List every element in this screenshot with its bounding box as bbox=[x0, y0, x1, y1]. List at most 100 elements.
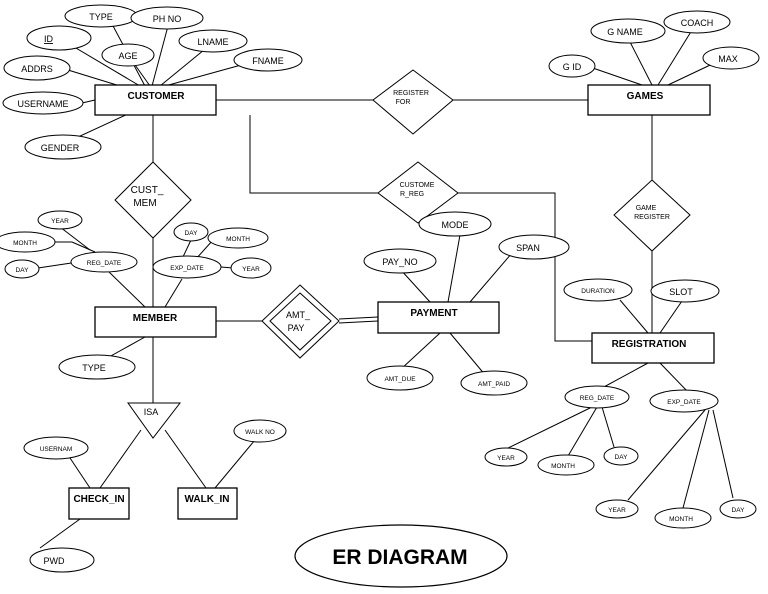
attr-registration-exp-date-label: EXP_DATE bbox=[667, 399, 701, 406]
attr-payment-amt-paid: AMT_PAID bbox=[460, 370, 528, 396]
attributes: ID TYPE PH NO AGE LNAME FNAME ADDRS USE bbox=[0, 4, 760, 573]
entity-payment: PAYMENT bbox=[377, 301, 500, 334]
attr-member-type-label: TYPE bbox=[82, 363, 106, 373]
attr-registration-exp-day-label: DAY bbox=[732, 507, 746, 514]
attr-registration-reg-day-label: DAY bbox=[615, 454, 629, 461]
attr-member-exp-day-label: DAY bbox=[185, 230, 199, 237]
attr-games-gname: G NAME bbox=[590, 18, 666, 44]
attr-member-type: TYPE bbox=[58, 354, 136, 380]
attr-registration-reg-date: REG_DATE bbox=[564, 385, 630, 409]
relationship-register-for: REGISTER FOR bbox=[372, 69, 454, 135]
attr-customer-age: AGE bbox=[101, 43, 155, 67]
attr-games-gid: G ID bbox=[548, 54, 596, 78]
relationship-game-register-line1: GAME bbox=[636, 205, 657, 212]
attr-customer-username-label: USERNAME bbox=[17, 99, 68, 109]
attr-payment-mode-label: MODE bbox=[442, 220, 469, 230]
attr-registration-reg-day: DAY bbox=[603, 446, 639, 466]
attr-check-in-usernam: USERNAM bbox=[23, 436, 89, 460]
entity-member: MEMBER bbox=[94, 306, 217, 338]
entity-games-label: GAMES bbox=[627, 91, 664, 102]
attr-payment-span-label: SPAN bbox=[516, 243, 540, 253]
relationship-register-for-line2: FOR bbox=[396, 99, 411, 106]
entity-customer-label: CUSTOMER bbox=[127, 91, 185, 102]
attr-registration-slot: SLOT bbox=[650, 279, 720, 303]
attr-customer-id-label: ID bbox=[44, 34, 54, 44]
diagram-title: ER DIAGRAM bbox=[294, 524, 508, 588]
attr-payment-amt-due-label: AMT_DUE bbox=[384, 376, 416, 383]
attr-customer-gender: GENDER bbox=[24, 134, 102, 160]
entity-walk-in-label: WALK_IN bbox=[185, 494, 230, 505]
relationship-game-register-line2: REGISTER bbox=[634, 214, 670, 221]
attr-registration-reg-year-label: YEAR bbox=[497, 455, 515, 462]
attr-registration-slot-label: SLOT bbox=[669, 287, 693, 297]
attr-walk-in-walk-no-label: WALK NO bbox=[245, 429, 275, 436]
attr-customer-fname: FNAME bbox=[233, 48, 303, 72]
attr-customer-lname-label: LNAME bbox=[197, 37, 228, 47]
attr-customer-gender-label: GENDER bbox=[41, 143, 80, 153]
relationship-cust-mem: CUST_ MEM bbox=[114, 161, 192, 239]
attr-payment-amt-paid-label: AMT_PAID bbox=[478, 381, 510, 388]
isa-label: ISA bbox=[144, 407, 159, 417]
diagram-title-text: ER DIAGRAM bbox=[332, 546, 467, 569]
attr-registration-exp-year-label: YEAR bbox=[608, 507, 626, 514]
attr-member-month: MONTH bbox=[0, 231, 56, 253]
attr-registration-exp-year: YEAR bbox=[595, 499, 639, 519]
attr-customer-type-label: TYPE bbox=[89, 12, 113, 22]
attr-registration-exp-month-label: MONTH bbox=[669, 516, 693, 523]
entity-registration: REGISTRATION bbox=[591, 332, 715, 364]
attr-check-in-pwd-label: PWD bbox=[44, 556, 65, 566]
attr-customer-addrs-label: ADDRS bbox=[21, 64, 53, 74]
attr-member-reg-date: REG_DATE bbox=[70, 251, 138, 273]
entity-customer: CUSTOMER bbox=[94, 84, 217, 116]
attr-games-max-label: MAX bbox=[718, 54, 738, 64]
attr-customer-phno-label: PH NO bbox=[153, 14, 182, 24]
attr-member-exp-month-label: MONTH bbox=[226, 236, 250, 243]
attr-games-gid-label: G ID bbox=[563, 62, 582, 72]
attr-check-in-pwd: PWD bbox=[29, 547, 95, 573]
attr-registration-reg-year: YEAR bbox=[484, 447, 528, 467]
entity-check-in: CHECK_IN bbox=[68, 487, 130, 520]
attr-member-exp-day: DAY bbox=[173, 222, 209, 242]
attr-payment-span: SPAN bbox=[498, 234, 570, 260]
attr-customer-addrs: ADDRS bbox=[3, 55, 71, 81]
attr-customer-type: TYPE bbox=[64, 4, 138, 28]
entity-registration-label: REGISTRATION bbox=[612, 339, 687, 350]
attr-check-in-usernam-label: USERNAM bbox=[40, 446, 73, 453]
relationship-cust-mem-line1: CUST_ bbox=[131, 185, 164, 196]
attr-customer-fname-label: FNAME bbox=[252, 56, 284, 66]
attr-member-exp-year: YEAR bbox=[230, 257, 272, 279]
attr-registration-reg-date-label: REG_DATE bbox=[580, 395, 615, 402]
entity-walk-in: WALK_IN bbox=[177, 487, 238, 520]
attr-member-month-label: MONTH bbox=[13, 240, 37, 247]
attr-games-gname-label: G NAME bbox=[607, 27, 643, 37]
attr-member-exp-month: MONTH bbox=[207, 227, 269, 249]
connectors bbox=[35, 21, 734, 549]
relationship-amt-pay-line1: AMT_ bbox=[286, 310, 311, 320]
attr-member-exp-year-label: YEAR bbox=[242, 266, 260, 273]
attr-payment-mode: MODE bbox=[418, 211, 492, 237]
attr-member-year-label: YEAR bbox=[51, 218, 69, 225]
entity-games: GAMES bbox=[587, 84, 711, 116]
relationship-amt-pay: AMT_ PAY bbox=[261, 284, 340, 359]
attr-customer-phno: PH NO bbox=[130, 6, 204, 30]
attr-member-day-label: DAY bbox=[16, 267, 30, 274]
attr-member-exp-date: EXP_DATE bbox=[152, 255, 222, 279]
entity-check-in-label: CHECK_IN bbox=[73, 494, 124, 505]
attr-customer-age-label: AGE bbox=[118, 51, 137, 61]
attr-member-year: YEAR bbox=[37, 210, 83, 230]
attr-registration-duration-label: DURATION bbox=[581, 288, 615, 295]
attr-payment-pay-no: PAY_NO bbox=[363, 248, 437, 274]
attr-registration-reg-month: MONTH bbox=[537, 454, 595, 476]
attr-registration-duration: DURATION bbox=[563, 278, 633, 302]
attr-customer-username: USERNAME bbox=[2, 91, 84, 115]
attr-registration-exp-day: DAY bbox=[719, 499, 757, 519]
attr-games-max: MAX bbox=[702, 46, 760, 70]
relationship-game-register: GAME REGISTER bbox=[613, 179, 691, 252]
relationship-amt-pay-line2: PAY bbox=[288, 323, 305, 333]
relationship-customer-reg-line1: CUSTOME bbox=[400, 182, 435, 189]
attr-games-coach-label: COACH bbox=[681, 18, 714, 28]
relationship-customer-reg: CUSTOME R_REG bbox=[377, 161, 459, 224]
entity-payment-label: PAYMENT bbox=[410, 308, 457, 319]
relationship-customer-reg-line2: R_REG bbox=[400, 191, 424, 198]
